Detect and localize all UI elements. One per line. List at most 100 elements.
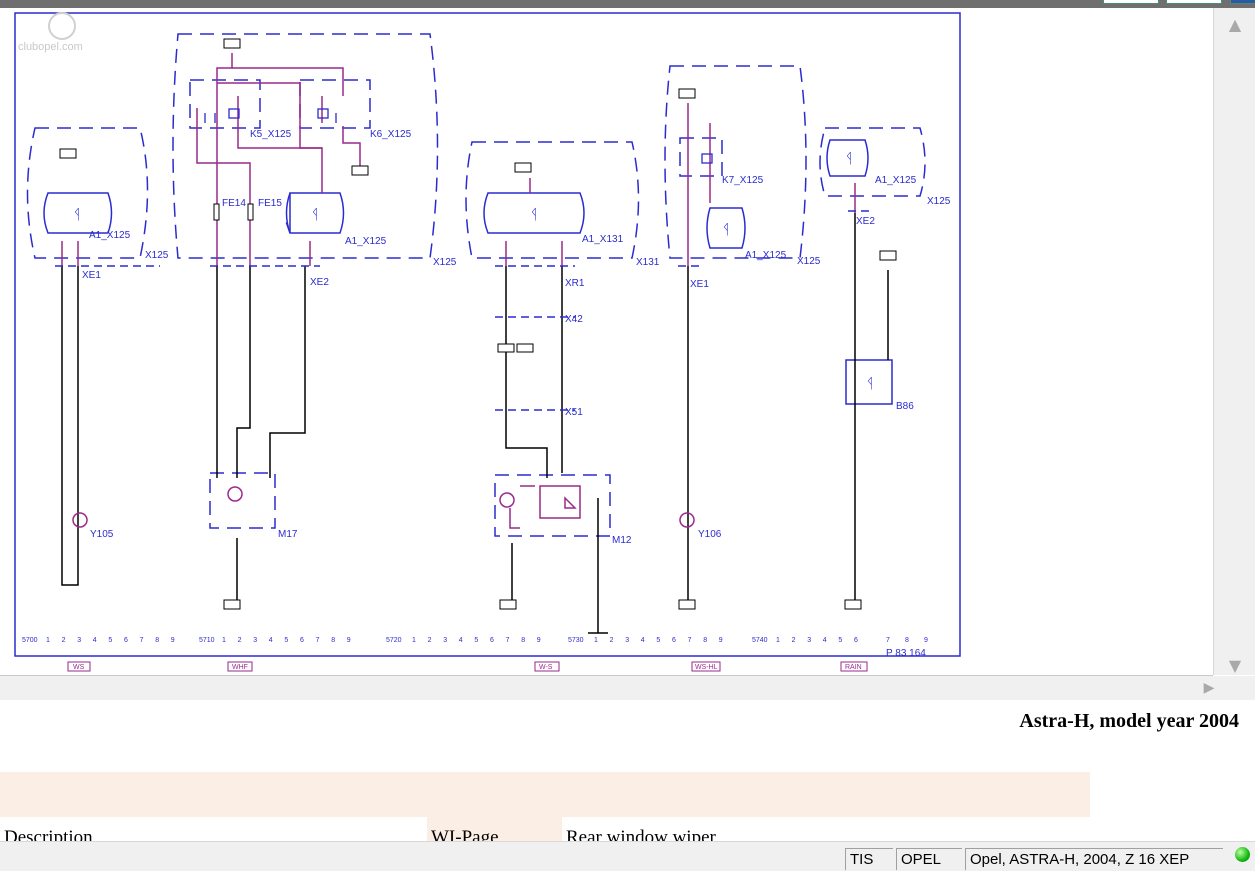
svg-text:5700: 5700 — [22, 637, 38, 644]
control-units — [43, 139, 893, 405]
grid-digit: 9 — [924, 637, 928, 644]
table-cell-description: Description — [4, 827, 93, 841]
svg-text:A1_X125: A1_X125 — [875, 175, 917, 186]
diagram-frame — [14, 12, 961, 657]
table-cell-title: Rear window wiper — [566, 827, 716, 841]
svg-text:XE2: XE2 — [856, 216, 875, 227]
grid-digit: 9 — [347, 637, 351, 644]
svg-text:X42: X42 — [565, 314, 583, 325]
grid-digit: 5 — [838, 637, 842, 644]
toolbar-button-1[interactable] — [1103, 0, 1159, 4]
grid-digit: 8 — [155, 637, 159, 644]
grid-digit: 7 — [506, 637, 510, 644]
svg-text:ᛩ: ᛩ — [722, 222, 730, 238]
horizontal-scrollbar[interactable]: ▶ — [0, 676, 1255, 700]
svg-text:X131: X131 — [636, 257, 660, 268]
grid-digit: 2 — [610, 637, 614, 644]
svg-text:X125: X125 — [797, 256, 821, 267]
grid-digit: 3 — [807, 637, 811, 644]
motors — [72, 485, 695, 529]
grid-digit: 7 — [316, 637, 320, 644]
model-title: Astra-H, model year 2004 — [1019, 710, 1239, 732]
vertical-scrollbar[interactable]: ▲ ▼ — [1213, 8, 1255, 675]
svg-text:FE14: FE14 — [222, 198, 246, 209]
relays — [204, 108, 713, 164]
svg-text:RAIN: RAIN — [845, 664, 862, 671]
grid-digit: 3 — [443, 637, 447, 644]
status-app: TIS — [845, 848, 893, 870]
grid-digit: 8 — [521, 637, 525, 644]
grid-digit: 4 — [93, 637, 97, 644]
status-brand: OPEL — [896, 848, 962, 870]
grid-digit: 2 — [792, 637, 796, 644]
status-vehicle: Opel, ASTRA-H, 2004, Z 16 XEP — [965, 848, 1223, 870]
diagram-reference: P 83 164 — [886, 648, 926, 659]
svg-text:K6_X125: K6_X125 — [370, 129, 412, 140]
grid-digit: 9 — [719, 637, 723, 644]
svg-text:A1_X131: A1_X131 — [582, 234, 624, 245]
svg-text:Y106: Y106 — [698, 529, 722, 540]
svg-text:K7_X125: K7_X125 — [722, 175, 764, 186]
svg-text:B86: B86 — [896, 401, 914, 412]
table-cell-wi-page: WI-Page — [427, 817, 562, 841]
scroll-right-arrow-icon[interactable]: ▶ — [1203, 680, 1215, 696]
svg-text:X125: X125 — [927, 196, 951, 207]
svg-text:5740: 5740 — [752, 637, 768, 644]
svg-text:5710: 5710 — [199, 637, 215, 644]
grid-digit: 5 — [474, 637, 478, 644]
grid-digit: 8 — [331, 637, 335, 644]
svg-text:ᛩ: ᛩ — [866, 376, 874, 392]
toolbar-button-3[interactable] — [1230, 0, 1255, 4]
connection-status-icon — [1235, 847, 1250, 862]
wires — [55, 53, 889, 634]
svg-text:XE1: XE1 — [690, 279, 709, 290]
grid-digit: 2 — [428, 637, 432, 644]
grid-digit: 3 — [625, 637, 629, 644]
svg-text:XE2: XE2 — [310, 277, 329, 288]
grid-digit: 7 — [886, 637, 890, 644]
grid-digit: 6 — [490, 637, 494, 644]
grid-digit: 1 — [594, 637, 598, 644]
svg-text:ᛩ: ᛩ — [845, 151, 853, 167]
grid-digit: 4 — [823, 637, 827, 644]
grid-digit: 3 — [77, 637, 81, 644]
svg-text:5730: 5730 — [568, 637, 584, 644]
table-row: Description WI-Page Rear window wiper — [0, 817, 1090, 841]
scroll-up-arrow-icon[interactable]: ▲ — [1228, 15, 1242, 34]
grid-numbering: 5700 5710 5720 5730 5740 1 2 3 4 5 6 7 8 9 1 2 3 4 5 6… — [22, 637, 928, 659]
svg-text:5720: 5720 — [386, 637, 402, 644]
toolbar-button-2[interactable] — [1166, 0, 1222, 4]
svg-text:FE15: FE15 — [258, 198, 282, 209]
watermark: clubopel.com — [18, 41, 83, 53]
svg-text:M12: M12 — [612, 535, 632, 546]
grid-digit: 9 — [537, 637, 541, 644]
grid-digit: 2 — [238, 637, 242, 644]
svg-text:X125: X125 — [145, 250, 169, 261]
module-boundaries — [26, 33, 926, 537]
scroll-down-arrow-icon[interactable]: ▼ — [1228, 656, 1242, 675]
svg-text:X51: X51 — [565, 407, 583, 418]
grid-digit: 2 — [62, 637, 66, 644]
svg-text:ᛩ: ᛩ — [311, 207, 319, 223]
top-toolbar-strip — [0, 0, 1255, 8]
status-bar: TIS OPEL Opel, ASTRA-H, 2004, Z 16 XEP — [0, 841, 1255, 871]
svg-text:K5_X125: K5_X125 — [250, 129, 292, 140]
svg-text:M17: M17 — [278, 529, 298, 540]
grid-digit: 1 — [222, 637, 226, 644]
svg-text:WS-HL: WS-HL — [695, 664, 718, 671]
grid-digit: 1 — [776, 637, 780, 644]
grid-digit: 6 — [854, 637, 858, 644]
svg-text:A1_X125: A1_X125 — [89, 230, 131, 241]
component-labels: A1_X125 X125 XE1 Y105 K5_X125 K6_X125 FE… — [82, 129, 951, 546]
grid-digit: 5 — [656, 637, 660, 644]
table-header-band — [0, 772, 1090, 817]
watermark-logo — [48, 12, 76, 40]
svg-text:WS: WS — [73, 664, 85, 671]
grid-digit: 6 — [672, 637, 676, 644]
svg-text:XR1: XR1 — [565, 278, 585, 289]
grid-digit: 5 — [108, 637, 112, 644]
svg-text:XE1: XE1 — [82, 270, 101, 281]
